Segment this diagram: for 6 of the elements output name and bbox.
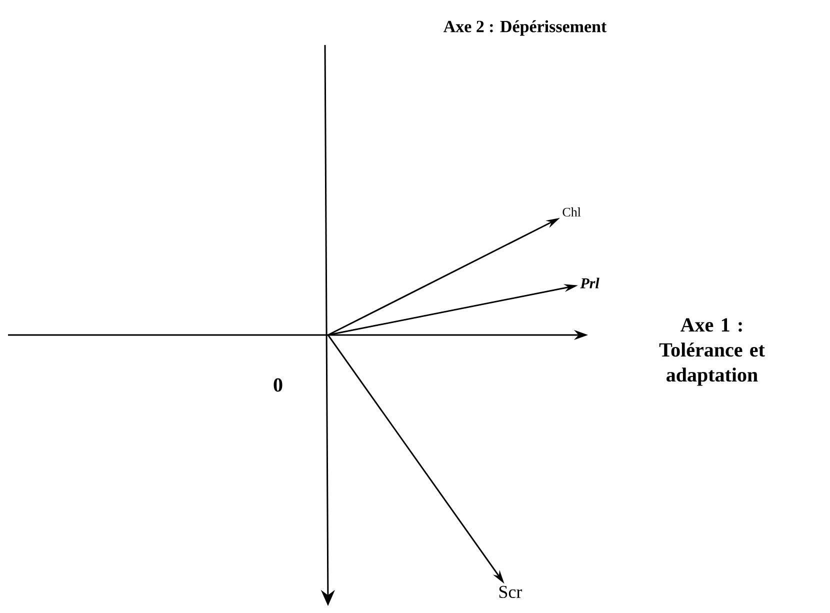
vector-label: Prl — [580, 278, 600, 288]
vector-label: Scr — [499, 586, 522, 598]
axis-label: Axe 1 : Tolérance et adaptation — [659, 318, 765, 386]
axis-label: 0 — [274, 378, 282, 392]
axis-label: Axe 2 : Dépérissement — [444, 20, 607, 36]
vector-label: Chl — [562, 207, 581, 217]
